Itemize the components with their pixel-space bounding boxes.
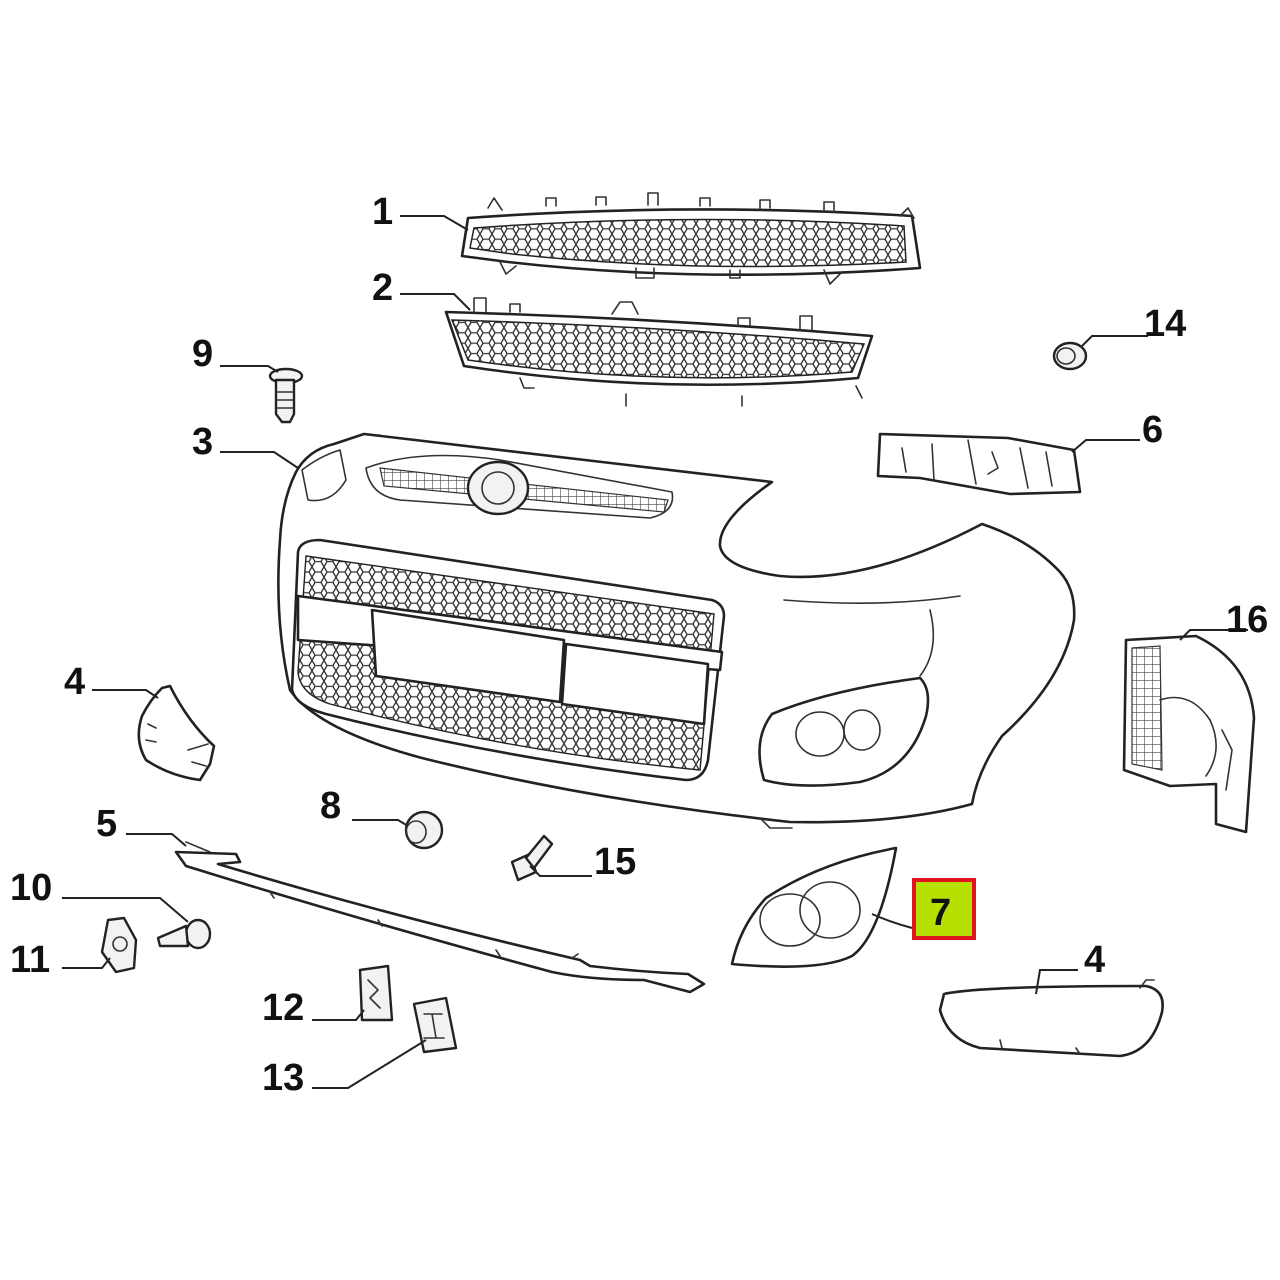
clip-13-part bbox=[412, 996, 458, 1054]
fog-lamp-surround-7-part bbox=[730, 846, 898, 968]
callout-16: 16 bbox=[1226, 599, 1268, 641]
callout-8: 8 bbox=[320, 785, 341, 827]
callout-14: 14 bbox=[1144, 303, 1186, 345]
bolt-15-part bbox=[510, 834, 554, 882]
callout-4-left: 4 bbox=[64, 661, 85, 703]
callout-13: 13 bbox=[262, 1057, 304, 1099]
callout-10: 10 bbox=[10, 867, 52, 909]
side-support-16-part bbox=[1122, 634, 1256, 834]
side-trim-4-right-part bbox=[938, 979, 1164, 1058]
lower-rail-5-part bbox=[174, 841, 706, 994]
callout-2: 2 bbox=[372, 267, 393, 309]
screw-10-part bbox=[156, 918, 212, 950]
callout-1: 1 bbox=[372, 191, 393, 233]
callout-12: 12 bbox=[262, 987, 304, 1029]
callout-15: 15 bbox=[594, 841, 636, 883]
callout-labels: 1 2 3 4 4 5 6 7 8 9 10 11 12 13 14 15 16 bbox=[10, 191, 1268, 1099]
callout-6: 6 bbox=[1142, 409, 1163, 451]
clip-nut-11-part bbox=[100, 916, 138, 974]
grommet-14-part bbox=[1052, 341, 1088, 371]
callout-4-right: 4 bbox=[1084, 939, 1105, 981]
main-grille-part bbox=[444, 297, 874, 407]
bolt-9-part bbox=[268, 367, 304, 424]
callout-11: 11 bbox=[10, 939, 50, 981]
clip-12-part bbox=[358, 964, 394, 1022]
callout-7: 7 bbox=[930, 892, 951, 934]
callout-5: 5 bbox=[96, 803, 117, 845]
callout-7-highlight bbox=[912, 878, 976, 940]
bracket-6-part bbox=[876, 432, 1082, 496]
leader-lines bbox=[62, 215, 1248, 1089]
callout-9: 9 bbox=[192, 333, 213, 375]
callout-3: 3 bbox=[192, 421, 213, 463]
grommet-8-part bbox=[404, 810, 444, 850]
side-trim-4-left-part bbox=[137, 684, 216, 782]
bumper-cover-part bbox=[277, 432, 1076, 829]
upper-grille-part bbox=[460, 192, 922, 285]
